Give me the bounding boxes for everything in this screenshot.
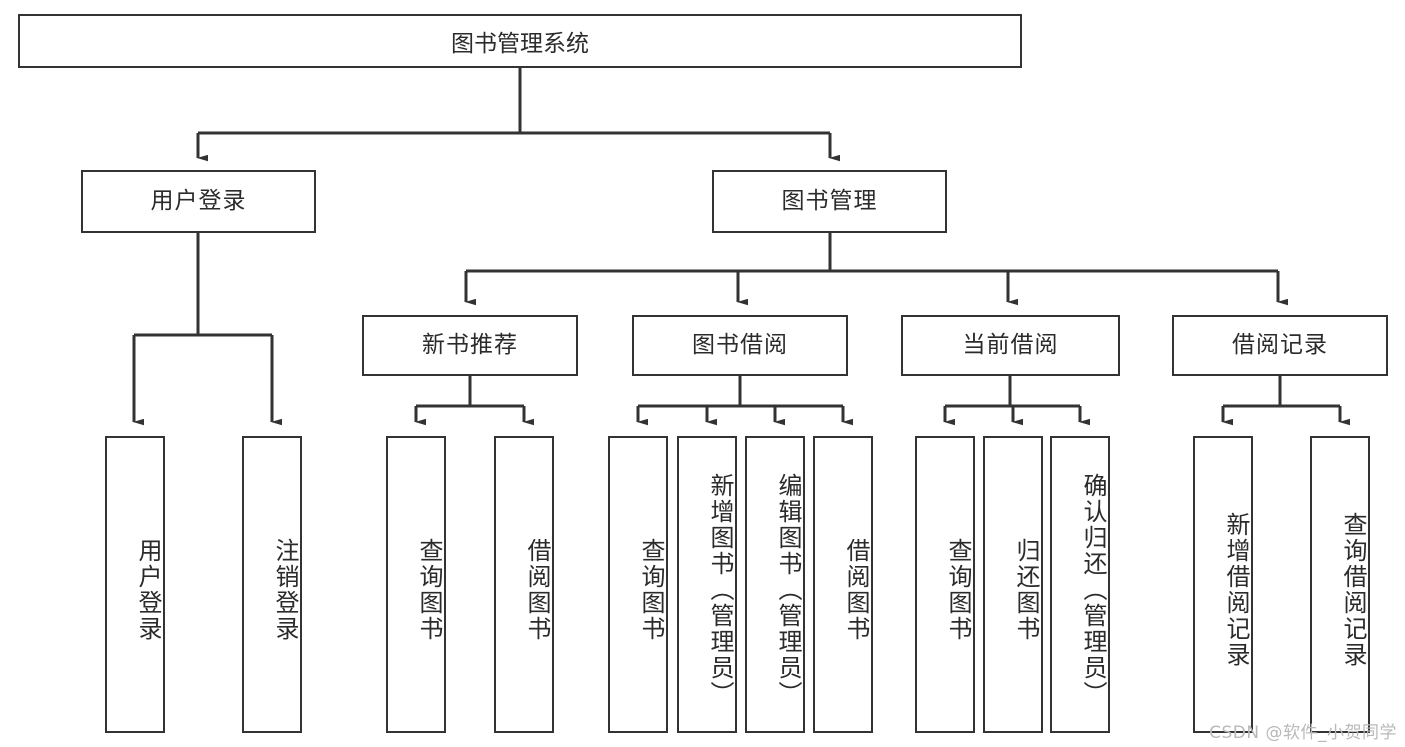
leaf-add-record-label: 新增借阅记录	[1222, 511, 1250, 668]
leaf-edit-book-label: 编辑图书（管理员）	[774, 472, 802, 707]
leaf-user-login[interactable]: 用户登录	[105, 436, 165, 733]
leaf-query-record-label: 查询借阅记录	[1339, 511, 1367, 668]
leaf-edit-book[interactable]: 编辑图书（管理员）	[745, 436, 805, 733]
leaf-query-record[interactable]: 查询借阅记录	[1310, 436, 1370, 733]
leaf-borrow-book-2-label: 借阅图书	[842, 537, 870, 642]
node-borrow-record-label: 借阅记录	[1232, 331, 1328, 358]
leaf-logout-login[interactable]: 注销登录	[242, 436, 302, 733]
leaf-query-book-2-label: 查询图书	[637, 537, 665, 642]
node-book-borrow-label: 图书借阅	[692, 331, 788, 358]
leaf-return-book-label: 归还图书	[1012, 537, 1040, 642]
leaf-logout-login-label: 注销登录	[271, 537, 299, 642]
node-root[interactable]: 图书管理系统	[18, 14, 1022, 68]
node-new-book-recommend[interactable]: 新书推荐	[362, 315, 578, 376]
leaf-add-book[interactable]: 新增图书（管理员）	[677, 436, 737, 733]
node-book-management-label: 图书管理	[781, 187, 878, 214]
leaf-return-book[interactable]: 归还图书	[983, 436, 1043, 733]
leaf-borrow-book-1[interactable]: 借阅图书	[494, 436, 554, 733]
leaf-add-record[interactable]: 新增借阅记录	[1193, 436, 1253, 733]
leaf-borrow-book-1-label: 借阅图书	[523, 537, 551, 642]
node-user-login-label: 用户登录	[150, 187, 247, 214]
node-root-label: 图书管理系统	[451, 31, 589, 57]
leaf-query-book-3[interactable]: 查询图书	[915, 436, 975, 733]
leaf-confirm-return[interactable]: 确认归还（管理员）	[1050, 436, 1110, 733]
leaf-query-book-1[interactable]: 查询图书	[386, 436, 446, 733]
leaf-confirm-return-label: 确认归还（管理员）	[1079, 472, 1107, 707]
node-borrow-record[interactable]: 借阅记录	[1172, 315, 1388, 376]
node-new-book-recommend-label: 新书推荐	[422, 331, 518, 358]
node-book-borrow[interactable]: 图书借阅	[632, 315, 848, 376]
leaf-query-book-3-label: 查询图书	[944, 537, 972, 642]
node-book-management[interactable]: 图书管理	[712, 170, 947, 233]
leaf-query-book-2[interactable]: 查询图书	[608, 436, 668, 733]
leaf-query-book-1-label: 查询图书	[415, 537, 443, 642]
node-user-login[interactable]: 用户登录	[81, 170, 316, 233]
node-current-borrow-label: 当前借阅	[962, 331, 1059, 358]
node-current-borrow[interactable]: 当前借阅	[901, 315, 1120, 376]
csdn-watermark: CSDN @软件_小贺同学	[1209, 723, 1397, 743]
leaf-borrow-book-2[interactable]: 借阅图书	[813, 436, 873, 733]
leaf-user-login-label: 用户登录	[134, 537, 162, 642]
leaf-add-book-label: 新增图书（管理员）	[706, 472, 734, 707]
